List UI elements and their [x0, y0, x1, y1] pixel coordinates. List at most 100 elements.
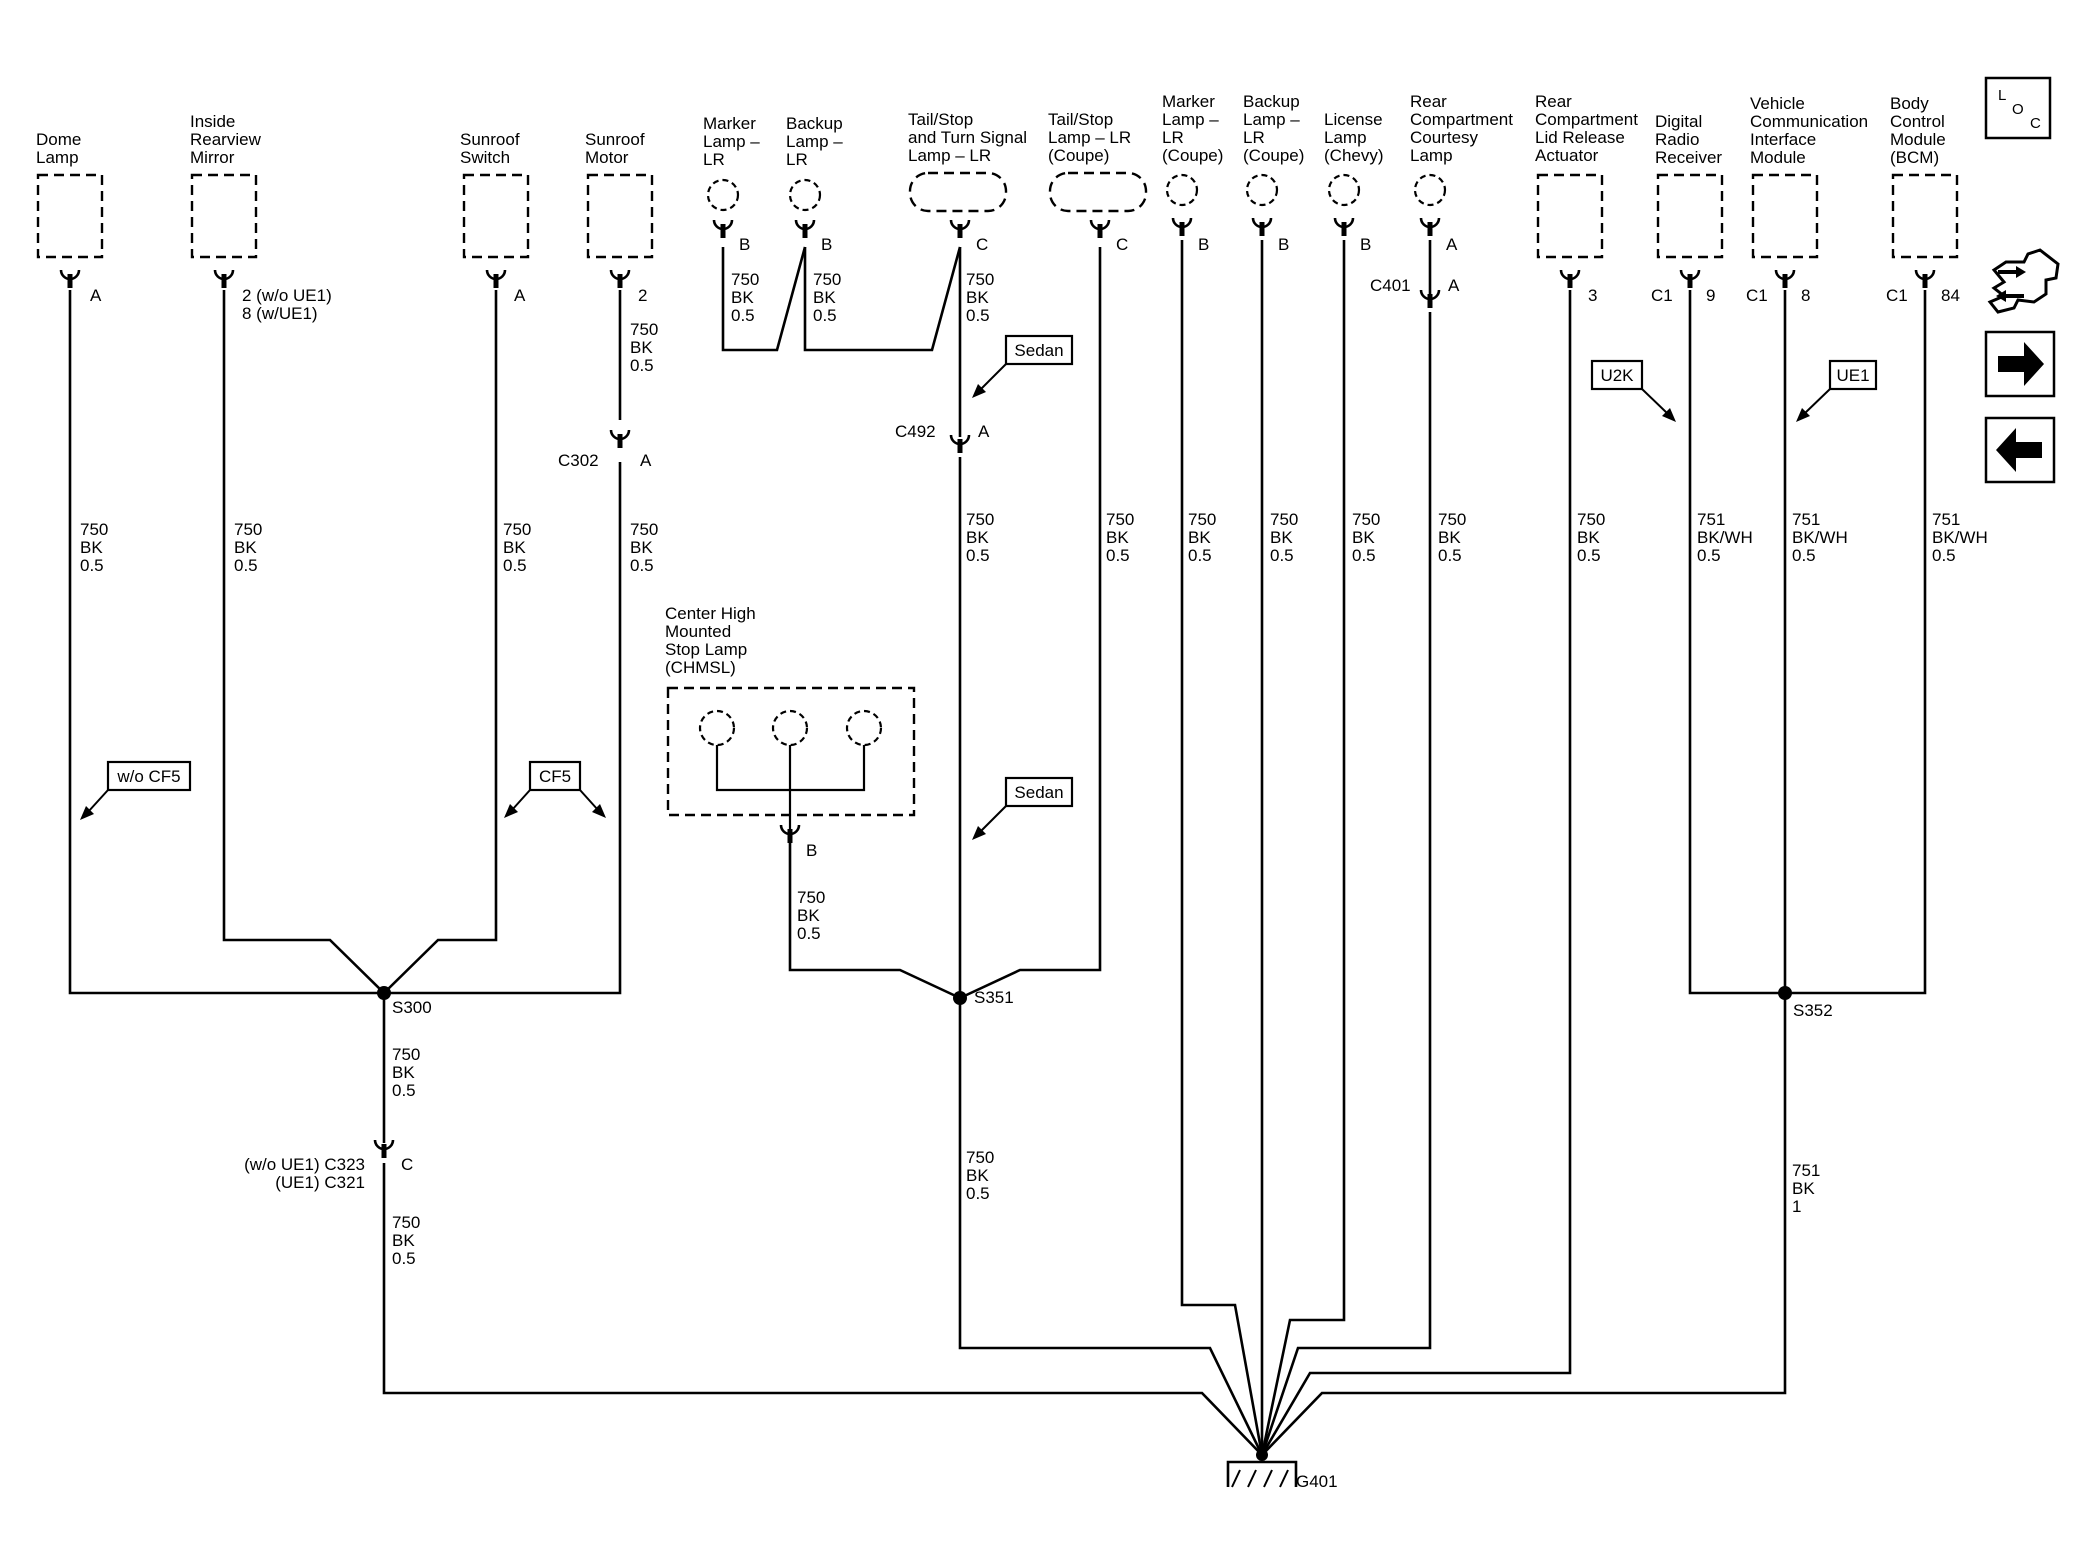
wire-tail-coupe: [959, 247, 1102, 1000]
pin-labels: A 2 (w/o UE1) 8 (w/UE1) A 2 B B C C B B …: [90, 235, 1960, 1192]
wire-lid-actuator: [1260, 290, 1572, 1456]
chmsl-label: Center High Mounted Stop Lamp (CHMSL): [665, 604, 760, 677]
tail-turn-lr-box: [908, 171, 1008, 213]
sunroof-switch-pin-label: A: [514, 286, 526, 305]
bcm-label: Body Control Module (BCM): [1890, 94, 1951, 167]
inline-c323-symbol: [373, 1139, 395, 1158]
svg-text:w/o CF5: w/o CF5: [116, 767, 180, 786]
pin-dome-symbol: [59, 269, 81, 288]
radio-pin-label: 9: [1706, 286, 1715, 305]
c492-pin-label: A: [978, 422, 990, 441]
svg-text:C: C: [2030, 115, 2041, 132]
marker-coupe-pin-label: B: [1198, 235, 1209, 254]
vcim-connector-label: C1: [1746, 286, 1768, 305]
pin-bcm-symbol: [1914, 269, 1936, 288]
s300-dot: [377, 986, 391, 1000]
component-labels: Dome Lamp Inside Rearview Mirror Sunroof…: [36, 92, 1951, 677]
marker-lamp-lr-label: Marker Lamp – LR: [703, 114, 764, 169]
ground-bracket: [1226, 1460, 1298, 1487]
svg-text:O: O: [2012, 101, 2024, 118]
vcim-label: Vehicle Communication Interface Module: [1750, 94, 1873, 167]
connector-icon[interactable]: [1987, 248, 2060, 314]
inside-mirror-box: [190, 173, 258, 259]
pin-marker-coupe-symbol: [1171, 217, 1193, 236]
s351-dot: [953, 991, 967, 1005]
svg-text:UE1: UE1: [1836, 366, 1869, 385]
arrow-right-icon[interactable]: [1998, 342, 2044, 386]
chmsl-bulb-right: [845, 709, 883, 747]
lid-actuator-label: Rear Compartment Lid Release Actuator: [1535, 92, 1643, 165]
inline-c492-symbol: [949, 434, 971, 453]
backup-coupe-bulb: [1245, 173, 1279, 207]
connector-pins: [59, 217, 1936, 1158]
s351-label: S351: [974, 988, 1014, 1007]
lid-actuator-pin-label: 3: [1588, 286, 1597, 305]
option-tags: w/o CF5 CF5 Sedan Sedan U2K: [80, 334, 1878, 840]
lid-actuator-box: [1536, 173, 1604, 259]
chmsl-pin-label: B: [806, 841, 817, 860]
radio-connector-label: C1: [1651, 286, 1673, 305]
pin-lid-actuator-symbol: [1559, 269, 1581, 288]
s352-dot: [1778, 986, 1792, 1000]
pin-license-symbol: [1333, 217, 1355, 236]
radio-receiver-box: [1656, 173, 1724, 259]
svg-text:Sedan: Sedan: [1014, 783, 1063, 802]
svg-text:U2K: U2K: [1600, 366, 1634, 385]
wire-backup-lamp-lr: [803, 246, 962, 352]
chmsl-bulb-center: [771, 709, 809, 747]
pin-chmsl-symbol: [779, 824, 801, 843]
wire-inside-mirror: [222, 290, 385, 994]
wire-marker-coupe: [1180, 240, 1264, 1456]
wires: [68, 240, 1927, 1456]
wire-marker-lamp-lr: [721, 246, 807, 352]
license-pin-label: B: [1360, 235, 1371, 254]
svg-text:CF5: CF5: [539, 767, 571, 786]
radio-receiver-label: Digital Radio Receiver: [1655, 112, 1722, 167]
prev-page-button[interactable]: [1984, 416, 2056, 484]
backup-coupe-label: Backup Lamp – LR (Coupe): [1243, 92, 1304, 165]
pin-vcim-symbol: [1774, 269, 1796, 288]
next-page-button[interactable]: [1984, 330, 2056, 398]
tail-turn-lr-pin-label: C: [976, 235, 988, 254]
marker-lr-pin-label: B: [739, 235, 750, 254]
ground-hatch: [1231, 1469, 1289, 1488]
wire-c323-ground: [382, 1163, 1263, 1456]
arrow-left-icon[interactable]: [1996, 428, 2042, 472]
tag-u2k: U2K: [1590, 359, 1676, 422]
wire-s351-ground: [958, 998, 1264, 1456]
s352-label: S352: [1793, 1001, 1833, 1020]
tail-coupe-label: Tail/Stop Lamp – LR (Coupe): [1048, 110, 1136, 165]
pin-backup-lr-symbol: [794, 219, 816, 238]
s300-label: S300: [392, 998, 432, 1017]
c302-pin-label: A: [640, 451, 652, 470]
c321-label: (UE1) C321: [275, 1173, 365, 1192]
backup-lamp-lr-label: Backup Lamp – LR: [786, 114, 847, 169]
courtesy-pin-label: A: [1446, 235, 1458, 254]
pin-marker-lr-symbol: [712, 219, 734, 238]
connector-icon[interactable]: [1987, 248, 2060, 314]
backup-lamp-lr-bulb: [788, 178, 822, 212]
tag-wo-cf5: w/o CF5: [80, 760, 192, 820]
components: [36, 171, 1959, 817]
pin-tail-turn-lr-symbol: [949, 219, 971, 238]
loc-button[interactable]: L O C: [1984, 76, 2052, 140]
marker-coupe-label: Marker Lamp – LR (Coupe): [1162, 92, 1223, 165]
g401-label: G401: [1296, 1472, 1338, 1491]
tail-turn-lr-label: Tail/Stop and Turn Signal Lamp – LR: [908, 110, 1032, 165]
splice-dots: [377, 986, 1792, 1005]
tail-coupe-pin-label: C: [1116, 235, 1128, 254]
